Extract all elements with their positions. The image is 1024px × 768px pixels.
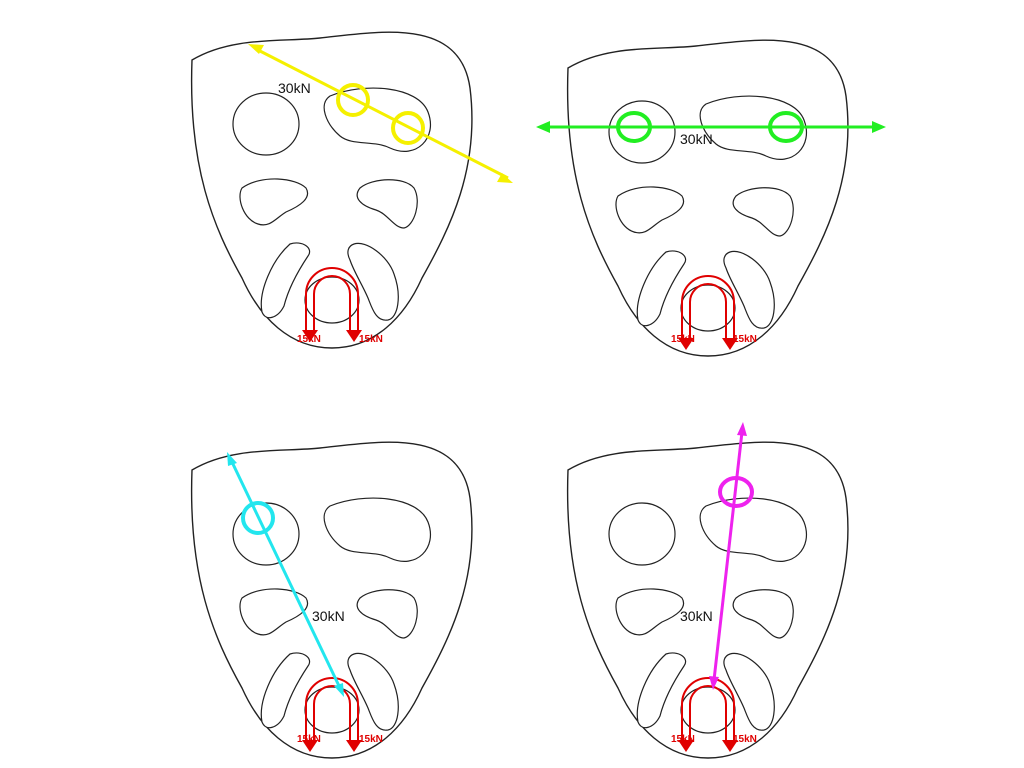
right-load-label: 15kN <box>733 334 757 345</box>
left-load-label: 15kN <box>297 734 321 745</box>
load-label: 30kN <box>278 80 311 96</box>
force-vector-cyan <box>227 452 344 697</box>
anchor-ring <box>336 83 370 117</box>
plate-outline <box>190 31 473 349</box>
panel-top-right: 30kN 15kN 15kN <box>536 39 886 357</box>
load-label: 30kN <box>680 131 713 147</box>
left-load-label: 15kN <box>671 734 695 745</box>
right-load-label: 15kN <box>733 734 757 745</box>
anchor-ring <box>391 111 425 145</box>
panel-bottom-right: 30kN 15kN 15kN <box>566 422 849 759</box>
load-label: 30kN <box>680 608 713 624</box>
force-vector-green <box>536 111 886 143</box>
left-load-label: 15kN <box>297 334 321 345</box>
plate-outline <box>190 441 473 759</box>
load-label: 30kN <box>312 608 345 624</box>
right-load-label: 15kN <box>359 334 383 345</box>
plate-outline <box>566 441 849 759</box>
left-load-label: 15kN <box>671 334 695 345</box>
anchor-ring <box>768 111 804 143</box>
anchor-ring <box>241 501 275 535</box>
force-vector-yellow <box>248 44 513 183</box>
force-vector-magenta <box>709 422 754 690</box>
anchor-ring <box>616 111 652 143</box>
right-load-label: 15kN <box>359 734 383 745</box>
plate-outline <box>566 39 849 357</box>
anchor-ring <box>718 476 754 508</box>
panel-top-left: 30kN 15kN 15kN <box>190 31 513 349</box>
panel-bottom-left: 30kN 15kN 15kN <box>190 441 473 759</box>
